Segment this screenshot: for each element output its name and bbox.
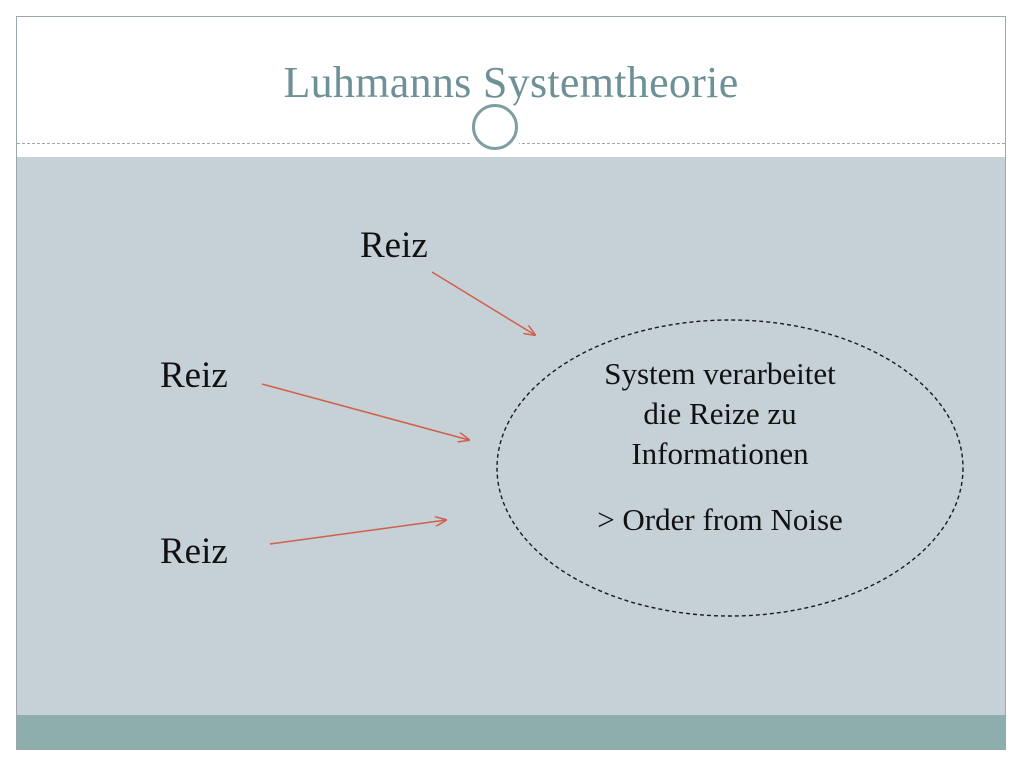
stimulus-label-bottom: Reiz (160, 531, 228, 572)
system-description: System verarbeitet die Reize zu Informat… (560, 354, 880, 540)
slide-footer-bar (17, 715, 1005, 749)
circle-ring-icon (472, 104, 518, 150)
system-line-2: die Reize zu (643, 396, 797, 431)
stimulus-label-top: Reiz (360, 225, 428, 266)
system-line-1: System verarbeitet (604, 356, 836, 391)
slide-title: Luhmanns Systemtheorie (283, 58, 739, 107)
system-line-3: Informationen (631, 436, 809, 471)
system-text-spacer (560, 474, 880, 500)
stimulus-label-middle: Reiz (160, 355, 228, 396)
order-from-noise-text: > Order from Noise (597, 502, 843, 537)
